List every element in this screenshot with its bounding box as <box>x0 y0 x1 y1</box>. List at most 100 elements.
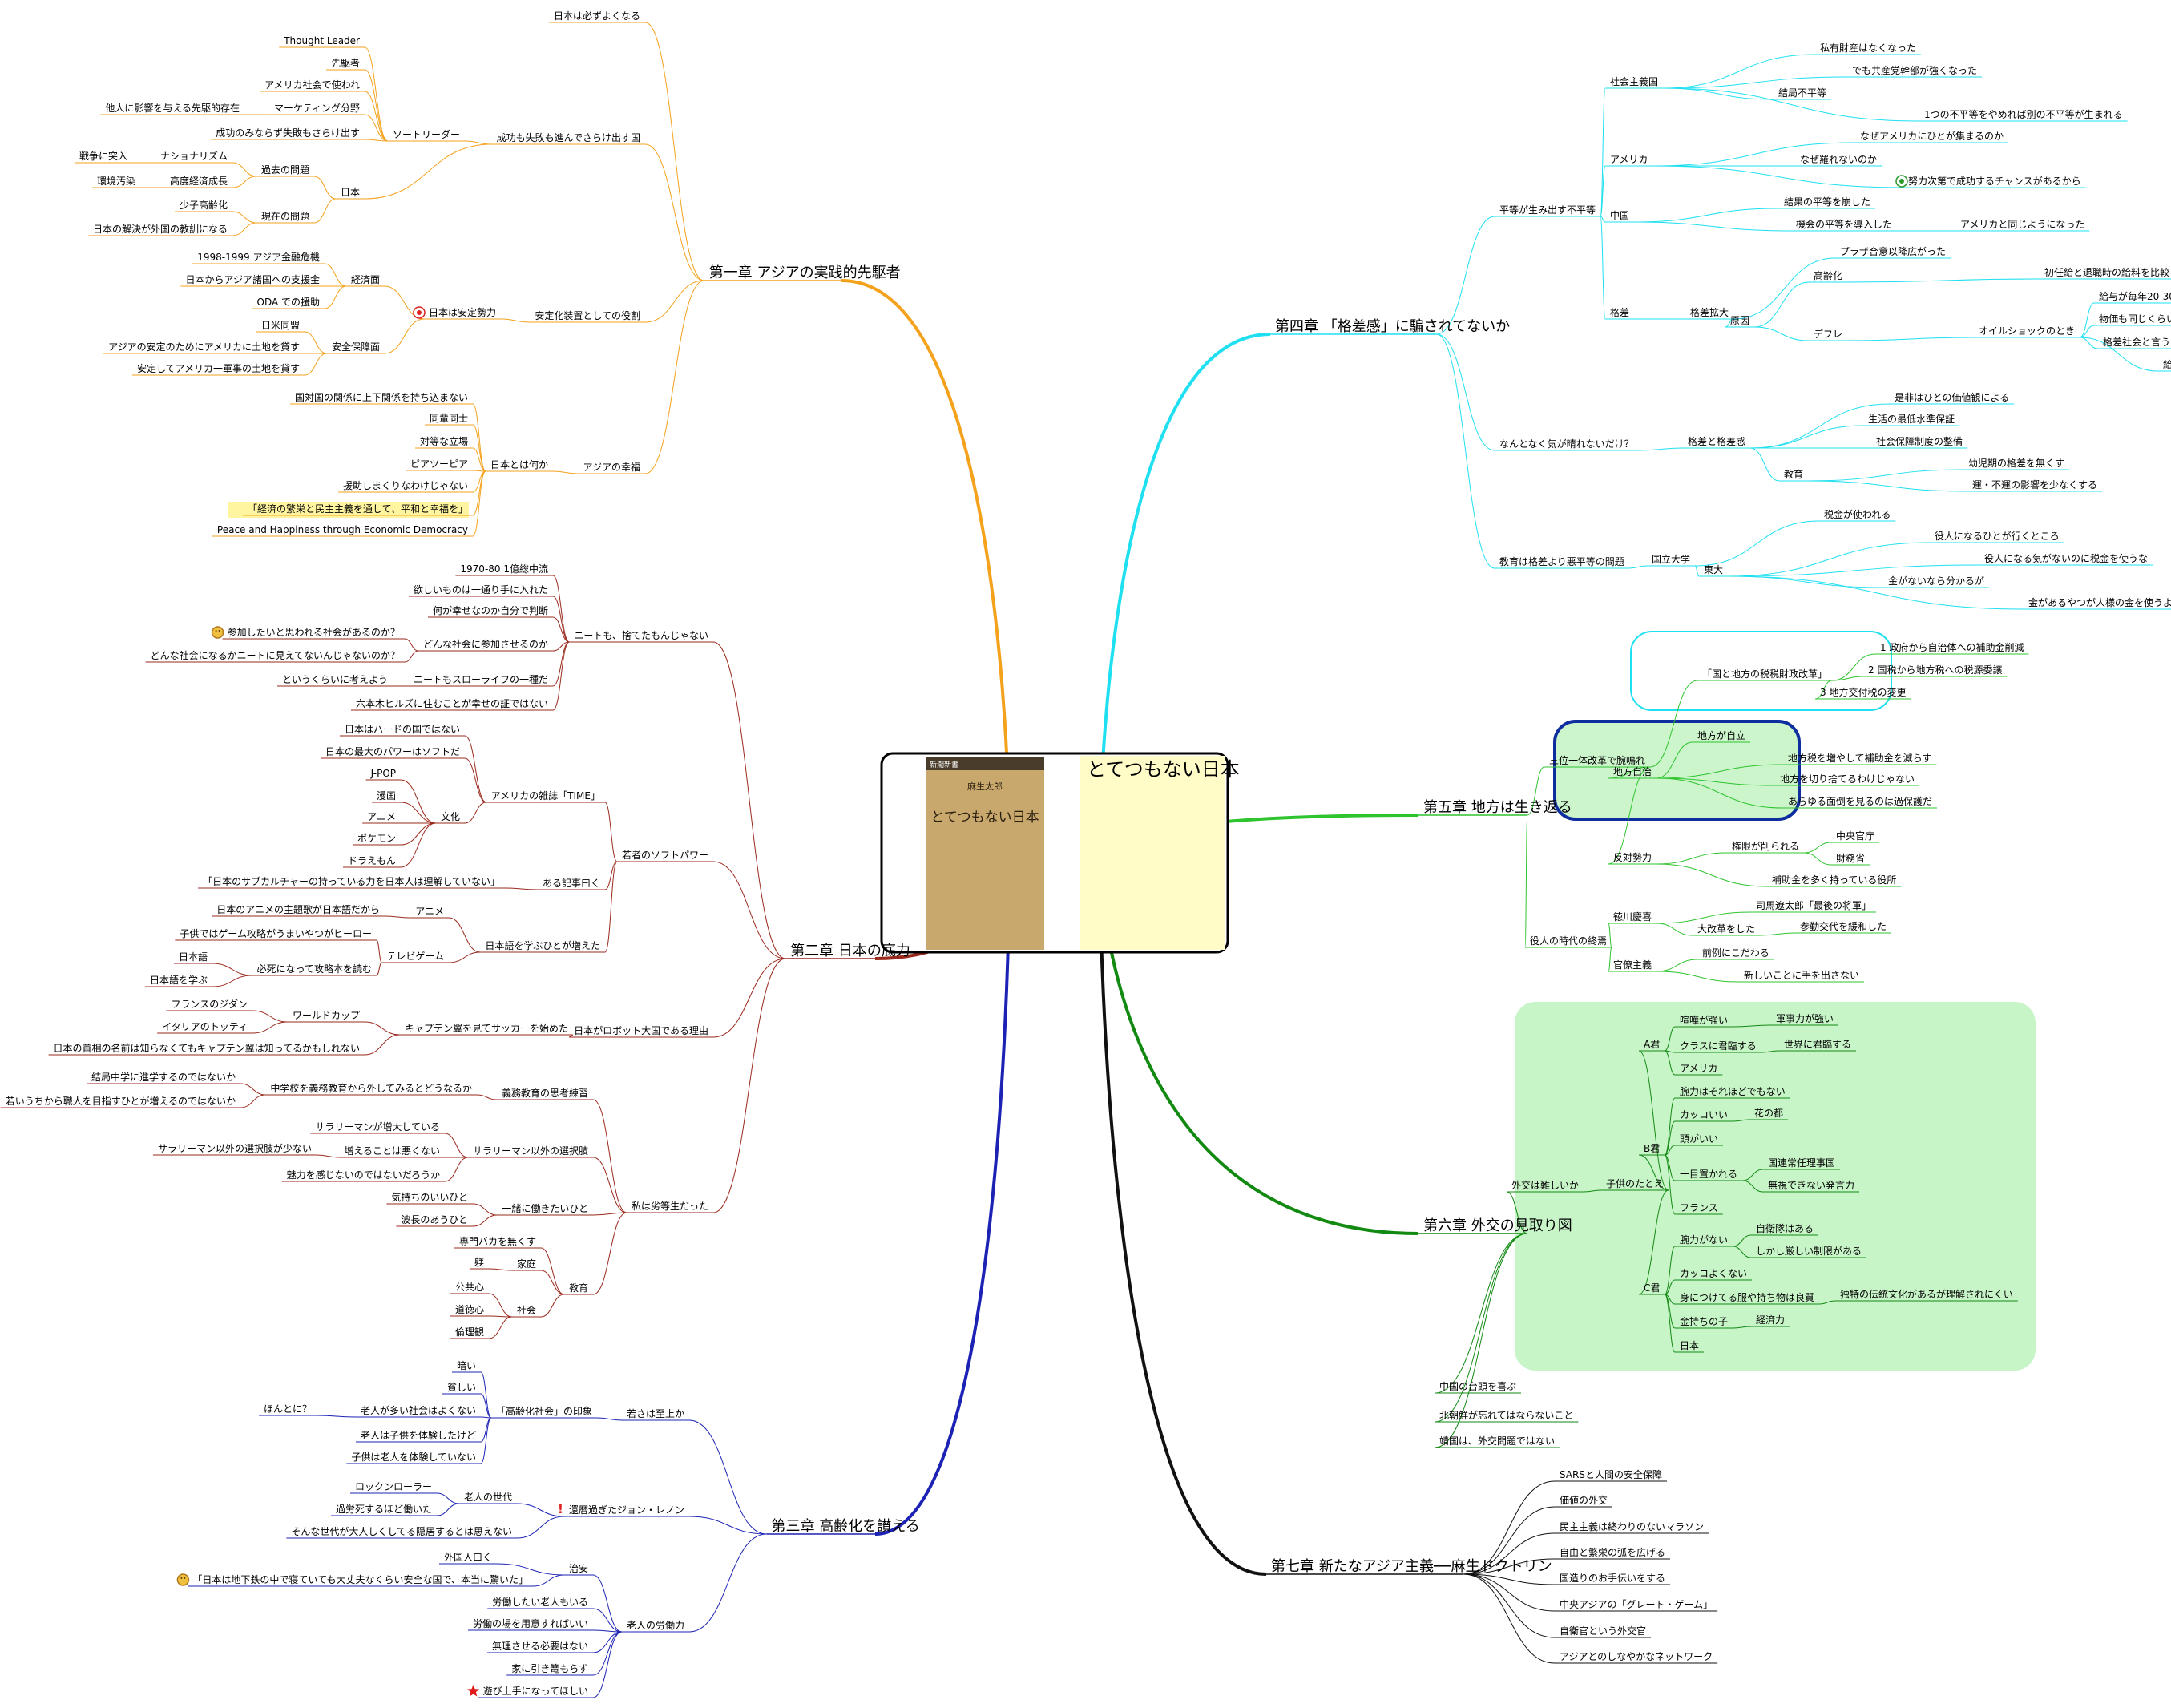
node-c2c3[interactable]: アニメ <box>367 811 396 822</box>
node-c5o1[interactable]: 権限が削られる <box>1732 840 1799 852</box>
node-c6c5[interactable]: 日本 <box>1680 1340 1699 1351</box>
node-c2n4b[interactable]: どんな社会になるかニートに見えてないんじゃないのか？ <box>151 649 400 661</box>
node-c4n1[interactable]: 税金が使われる <box>1824 508 1891 520</box>
node-c2tvg1[interactable]: 子供ではゲーム攻略がうまいやつがヒーロー <box>180 927 372 939</box>
node-c6kids[interactable]: 子供のたとえ <box>1606 1178 1664 1189</box>
node-c3img[interactable]: 「高齢化社会」の印象 <box>496 1405 592 1417</box>
node-c2work1[interactable]: 気持ちのいいひと <box>391 1191 468 1203</box>
node-c7i7[interactable]: 自衛官という外交官 <box>1560 1625 1646 1637</box>
node-c3g3[interactable]: そんな世代が大人しくしてる隠居するとは思えない <box>291 1525 512 1537</box>
node-c7i1[interactable]: SARSと人間の安全保障 <box>1560 1468 1662 1480</box>
node-c4o1[interactable]: 給与が毎年20-30%上がった <box>2099 290 2171 302</box>
node-c4[interactable]: 第四章 「格差感」に騙されてないか <box>1275 318 1510 335</box>
node-c6b4[interactable]: 一目置かれる <box>1680 1169 1737 1180</box>
node-c1w3[interactable]: 対等な立場 <box>420 435 468 447</box>
node-c4f1[interactable]: 是非はひとの価値観による <box>1895 391 2009 403</box>
node-c2edu[interactable]: 教育 <box>569 1282 588 1294</box>
node-c4f2[interactable]: 生活の最低水準保証 <box>1868 413 1955 425</box>
node-c4s4[interactable]: 1つの不平等をやめれば別の不平等が生まれる <box>1924 108 2123 120</box>
node-c4c2a[interactable]: アメリカと同じようになった <box>1960 219 2084 230</box>
node-c5auto[interactable]: 地方自治 <box>1613 765 1652 777</box>
node-c6c4a[interactable]: 経済力 <box>1756 1314 1785 1326</box>
node-c6c1a[interactable]: 自衛隊はある <box>1756 1222 1814 1234</box>
node-c7i5[interactable]: 国造りのお手伝いをする <box>1560 1573 1665 1584</box>
node-c3safe1[interactable]: 外国人曰く <box>444 1552 492 1563</box>
node-c2sal2[interactable]: 増えることは悪くない <box>344 1145 440 1157</box>
node-c4c1[interactable]: 結果の平等を崩した <box>1784 196 1870 208</box>
node-c4u1[interactable]: なぜアメリカにひとが集まるのか <box>1860 130 2004 142</box>
node-c1eco1[interactable]: 1998-1999 アジア金融危機 <box>197 251 320 263</box>
node-c2tvg2a[interactable]: 日本語 <box>179 951 208 963</box>
node-c6b2[interactable]: カッコいい <box>1680 1109 1728 1120</box>
node-c4t4[interactable]: 金があるやつが人様の金を使うようなことをするな <box>2028 596 2171 608</box>
node-c4o2[interactable]: 物価も同じくらい上がったから <box>2099 313 2171 325</box>
node-c3y[interactable]: 若さは至上か <box>627 1408 684 1419</box>
node-c6a1[interactable]: 喧嘩が強い <box>1680 1014 1728 1026</box>
node-c2sal1[interactable]: サラリーマンが増大している <box>315 1120 440 1133</box>
node-c2n5[interactable]: ニートもスローライフの一種だ <box>414 674 548 685</box>
node-c2n3[interactable]: 何が幸せなのか自分で判断 <box>433 604 548 616</box>
node-c4f3[interactable]: 社会保障制度の整備 <box>1876 435 1963 447</box>
node-c2n6[interactable]: 六本木ヒルズに住むことが幸せの証ではない <box>356 697 548 709</box>
node-c4c2[interactable]: 機会の平等を導入した <box>1796 218 1892 230</box>
node-c5bur[interactable]: 役人の時代の終焉 <box>1530 935 1607 947</box>
node-c2home[interactable]: 家庭 <box>517 1258 536 1270</box>
node-c1now[interactable]: 現在の問題 <box>261 211 309 222</box>
node-c6[interactable]: 第六章 外交の見取り図 <box>1423 1217 1572 1234</box>
node-c2c5[interactable]: ドラえもん <box>348 855 396 866</box>
node-c2cul[interactable]: 文化 <box>441 810 460 822</box>
node-c5a4[interactable]: あらゆる面倒を見るのは過保護だ <box>1788 795 1932 807</box>
node-c5o1a[interactable]: 中央官庁 <box>1836 830 1874 842</box>
node-c2sal[interactable]: サラリーマン以外の選択肢 <box>473 1145 588 1157</box>
node-c4eq[interactable]: 平等が生み出す不平等 <box>1499 204 1596 216</box>
node-c2neet[interactable]: ニートも、捨てたもんじゃない <box>574 629 708 641</box>
node-c5c2[interactable]: 2 国税から地方税への税源委譲 <box>1868 664 2002 676</box>
node-c2tvg2[interactable]: 必死になって攻略本を読む <box>257 963 372 975</box>
node-c4aging[interactable]: 高齢化 <box>1814 269 1842 281</box>
node-c6a2[interactable]: クラスに君臨する <box>1680 1040 1757 1052</box>
node-c5o2[interactable]: 補助金を多く持っている役所 <box>1772 874 1896 886</box>
node-c6a1a[interactable]: 軍事力が強い <box>1776 1012 1834 1024</box>
node-c5k1[interactable]: 前例にこだわる <box>1702 947 1769 959</box>
node-c4eduq[interactable]: 教育は格差より悪平等の問題 <box>1499 555 1624 567</box>
node-c4t2[interactable]: 役人になる気がないのに税金を使うな <box>1984 552 2148 564</box>
node-c2work[interactable]: 一緒に働きたいひと <box>502 1202 588 1214</box>
node-c2rob[interactable]: 日本がロボット大国である理由 <box>574 1024 708 1036</box>
node-c4us[interactable]: アメリカ <box>1610 154 1648 165</box>
node-c2comp1[interactable]: 中学校を義務教育から外してみるとどうなるか <box>270 1082 472 1094</box>
node-c3l5[interactable]: 遊び上手になってほしい <box>483 1685 588 1697</box>
node-c4feel[interactable]: なんとなく気が晴れないだけ？ <box>1499 438 1634 450</box>
node-c6c3[interactable]: 身につけてる服や持ち物は良質 <box>1680 1291 1814 1303</box>
node-c6b3[interactable]: 頭がいい <box>1680 1133 1718 1145</box>
node-c6b1[interactable]: 腕力はそれほどでもない <box>1680 1085 1786 1097</box>
node-c2tvg[interactable]: テレビゲーム <box>386 951 444 962</box>
node-c2art[interactable]: ある記事曰く <box>543 877 600 889</box>
node-c1tl1[interactable]: Thought Leader <box>283 35 360 46</box>
node-c5tok[interactable]: 徳川慶喜 <box>1613 911 1652 923</box>
node-c4edu[interactable]: 教育 <box>1784 468 1803 480</box>
node-c5a2[interactable]: 地方税を増やして補助金を減らす <box>1788 752 1931 764</box>
node-c3lab[interactable]: 老人の労働力 <box>627 1620 684 1631</box>
node-c6a2a[interactable]: 世界に君臨する <box>1784 1039 1851 1050</box>
node-c2time[interactable]: アメリカの雑誌「TIME」 <box>491 789 600 802</box>
node-c4cause[interactable]: 原因 <box>1730 315 1749 326</box>
node-c5c1[interactable]: 1 政府から自治体への補助金削減 <box>1880 641 2024 653</box>
node-c3l3[interactable]: 無理させる必要はない <box>492 1640 588 1652</box>
node-c1w6[interactable]: 「経済の繁栄と民主主義を通して、平和と幸福を」 <box>248 503 468 515</box>
node-c6b4a[interactable]: 国連常任理事国 <box>1768 1157 1835 1169</box>
node-c2ani1[interactable]: 日本のアニメの主題歌が日本語だから <box>216 903 380 915</box>
node-c1w5[interactable]: 援助しまくりなわけじゃない <box>343 480 468 491</box>
node-c1b4[interactable]: アジアの幸福 <box>583 461 640 473</box>
node-c6c1[interactable]: 腕力がない <box>1680 1234 1728 1246</box>
node-c4u3[interactable]: 努力次第で成功するチャンスがあるから <box>1908 175 2081 187</box>
node-c3l2[interactable]: 労働の場を用意すればいい <box>473 1617 588 1629</box>
node-c6b5[interactable]: フランス <box>1680 1202 1718 1213</box>
node-c4t3[interactable]: 金がないなら分かるが <box>1888 575 1984 587</box>
node-c7i2[interactable]: 価値の外交 <box>1560 1494 1608 1506</box>
node-c1now2[interactable]: 日本の解決が外国の教訓になる <box>93 223 228 235</box>
node-c2a1[interactable]: 「日本のサブカルチャーの持っている力を日本人は理解していない」 <box>203 875 500 887</box>
node-c6C[interactable]: C君 <box>1644 1282 1660 1294</box>
node-c3i1[interactable]: 暗い <box>457 1359 476 1371</box>
node-c2soc2[interactable]: 道徳心 <box>455 1303 484 1315</box>
node-c2n2[interactable]: 欲しいものは一通り手に入れた <box>414 584 548 596</box>
